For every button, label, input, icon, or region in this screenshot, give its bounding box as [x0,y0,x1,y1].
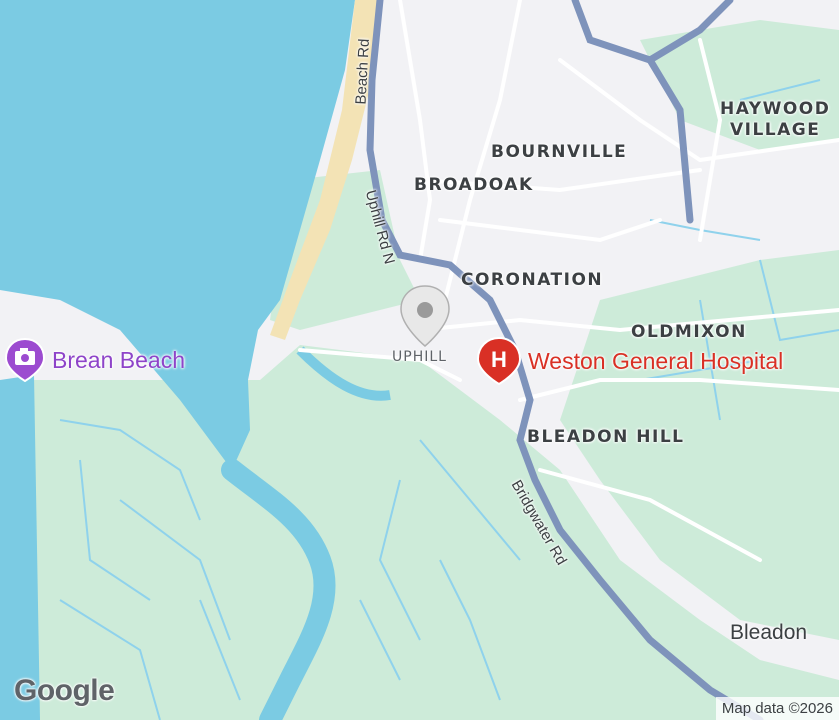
town-bleadon: Bleadon [730,621,808,644]
poi-brean-beach-label: Brean Beach [52,346,185,373]
area-haywood-line1: HAYWOOD [720,99,831,119]
road-label-beach-rd: Beach Rd [352,38,373,105]
hospital-icon-letter: H [491,347,507,372]
poi-brean-beach[interactable]: Brean Beach [4,337,185,383]
poi-hospital-label: Weston General Hospital [528,347,784,374]
area-oldmixon: OLDMIXON [631,322,747,342]
roads [298,0,839,562]
sea [0,0,355,470]
area-haywood-line2: VILLAGE [729,120,821,140]
beach-rd-line [366,0,764,720]
area-bournville: BOURNVILLE [491,142,628,162]
camera-icon [4,337,46,383]
hospital-icon: H [476,336,522,386]
area-coronation: CORONATION [461,270,604,290]
map-attribution[interactable]: Map data ©2026 [715,697,839,720]
beach-strip [270,0,380,340]
river [221,459,336,720]
green-north [640,20,839,150]
area-uphill: UPHILL [392,349,447,365]
area-bleadon-hill: BLEADON HILL [527,427,685,447]
sea-left [0,375,40,720]
google-logo: Google [14,674,115,707]
poi-weston-general-hospital[interactable]: H Weston General Hospital [476,336,783,386]
area-broadoak: BROADOAK [414,175,534,195]
uphill-pin [400,285,450,347]
green-east [560,250,839,640]
main-roads [366,0,764,720]
river-inlet [296,346,391,401]
area-haywood-village: HAYWOOD VILLAGE [720,99,830,141]
